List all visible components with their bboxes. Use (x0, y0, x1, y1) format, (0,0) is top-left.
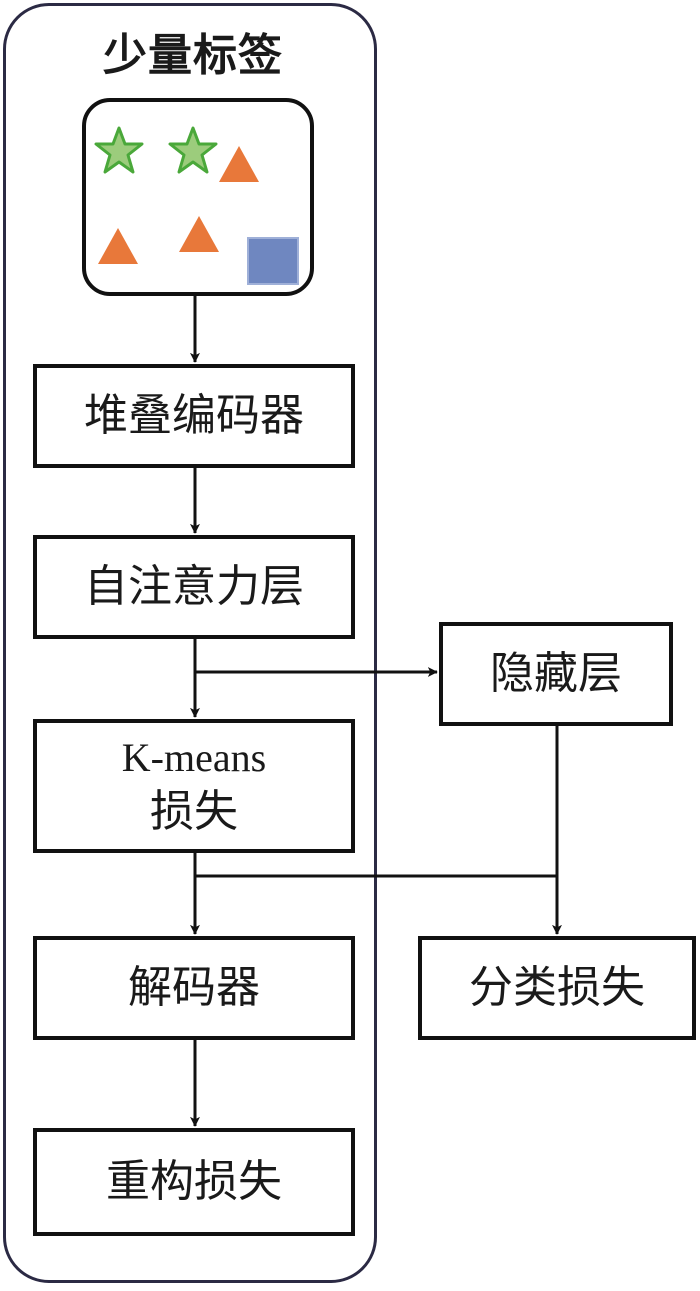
stacked-encoder-label: 堆叠编码器 (84, 390, 304, 441)
kmeans-label: K-means (121, 735, 267, 780)
decoder-label: 解码器 (128, 962, 260, 1013)
decoder-box: 解码器 (33, 936, 355, 1040)
blue-square-icon (247, 237, 299, 285)
self-attention-label: 自注意力层 (84, 561, 304, 612)
orange-triangle-icon (98, 228, 138, 264)
green-star-icon (168, 126, 218, 174)
few-labels-panel (3, 3, 377, 1283)
green-star-icon (94, 126, 144, 174)
self-attention-box: 自注意力层 (33, 535, 355, 639)
stacked-encoder-box: 堆叠编码器 (33, 364, 355, 468)
orange-triangle-icon (219, 146, 259, 182)
reconstruction-loss-label: 重构损失 (106, 1156, 282, 1207)
classification-loss-box: 分类损失 (418, 936, 696, 1040)
hidden-layer-box: 隐藏层 (439, 622, 673, 726)
panel-title: 少量标签 (103, 30, 283, 81)
kmeans-loss-label: 损失 (150, 786, 238, 837)
label-sample-box (82, 98, 314, 296)
kmeans-loss-box: K-means 损失 (33, 719, 355, 853)
orange-triangle-icon (179, 216, 219, 252)
reconstruction-loss-box: 重构损失 (33, 1128, 355, 1236)
hidden-layer-label: 隐藏层 (490, 648, 622, 699)
classification-loss-label: 分类损失 (469, 962, 645, 1013)
